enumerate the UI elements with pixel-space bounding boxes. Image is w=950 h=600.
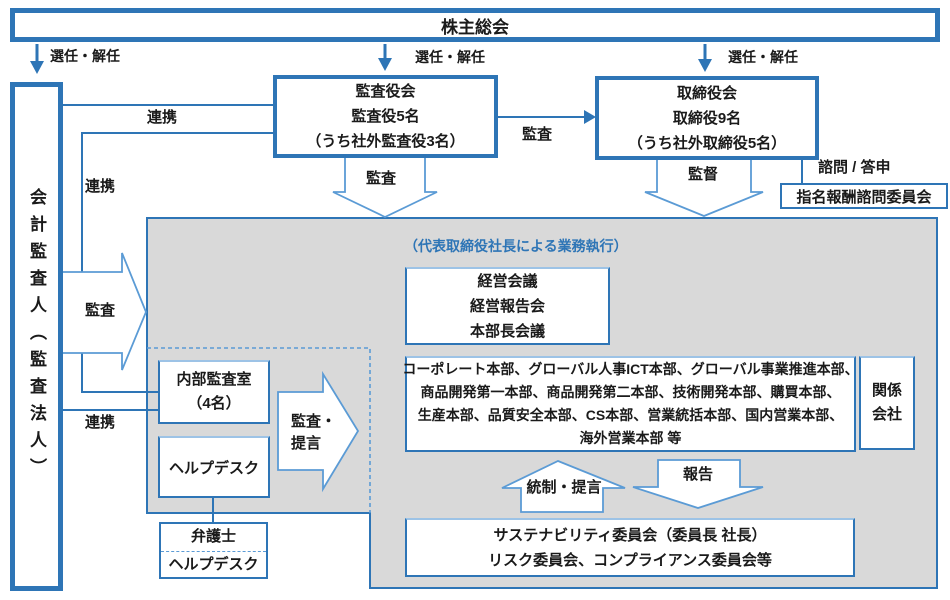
shareholders-meeting-label: 株主総会 <box>441 17 509 37</box>
houkoku-label: 報告 <box>682 466 713 483</box>
helpdesk-box: ヘルプデスク <box>158 436 270 498</box>
board-line2: 取締役9名 <box>672 109 742 127</box>
divisions-line2: 商品開発第一本部、商品開発第二本部、技術開発本部、購買本部、 <box>420 384 841 400</box>
kansa-left-label: 監査 <box>85 302 116 319</box>
renkei-label-1: 連携 <box>147 109 178 126</box>
audit-to-board-arrowhead <box>584 110 596 124</box>
affiliates-box: 関係 会社 <box>859 356 915 450</box>
management-meetings-box: 経営会議 経営報告会 本部長会議 <box>405 267 610 345</box>
sustainability-line1: サステナビリティ委員会（委員長 社長） <box>493 526 767 544</box>
audit-board-line3: （うち社外監査役3名） <box>306 133 465 150</box>
internal-audit-dashed-boundary <box>147 347 371 513</box>
audit-board-line1: 監査役会 <box>355 83 416 100</box>
management-meetings-line2: 経営報告会 <box>469 297 545 315</box>
nomination-committee-label: 指名報酬諮問委員会 <box>796 188 932 206</box>
kansa-teigen-label: 監査・ 提言 <box>291 411 336 455</box>
internal-audit-line1: 内部監査室 <box>176 371 252 388</box>
affiliates-line1: 関係 <box>871 382 902 399</box>
kantoku-label: 監督 <box>688 166 719 183</box>
renkei-label-2: 連携 <box>85 178 116 195</box>
internal-audit-box: 内部監査室 （4名） <box>158 360 270 424</box>
appoint-mid-label: 選任・解任 <box>415 49 485 65</box>
exec-note-label: （代表取締役社長による業務執行） <box>404 238 628 254</box>
kansa-to-board-label: 監査 <box>522 126 553 143</box>
renkei-label-3: 連携 <box>85 414 116 431</box>
divisions-line4: 海外営業本部 等 <box>579 430 682 446</box>
kansa-teigen-hollow-arrow <box>277 370 360 493</box>
audit-board-box: 監査役会 監査役5名 （うち社外監査役3名） <box>273 75 498 158</box>
board-line1: 取締役会 <box>676 84 737 102</box>
affiliates-line2: 会社 <box>871 406 902 423</box>
board-line3: （うち社外取締役5名） <box>627 134 787 152</box>
lawyer-label: 弁護士 <box>161 523 266 552</box>
helpdesk-label: ヘルプデスク <box>168 459 259 477</box>
board-of-directors-box: 取締役会 取締役9名 （うち社外取締役5名） <box>595 76 819 160</box>
nomination-committee-box: 指名報酬諮問委員会 <box>780 183 948 209</box>
houkoku-down-arrow <box>632 459 764 509</box>
shareholders-meeting-box: 株主総会 <box>10 8 940 42</box>
divisions-box: コーポレート本部、グローバル人事ICT本部、グローバル事業推進本部、 商品開発第… <box>402 356 859 452</box>
kantoku-hollow-arrow-down <box>644 160 764 217</box>
management-meetings-line1: 経営会議 <box>477 272 538 290</box>
accounting-auditor-box: 会計監査人（監査法人） <box>10 82 63 591</box>
appoint-left-label: 選任・解任 <box>50 48 120 64</box>
sustainability-line2: リスク委員会、コンプライアンス委員会等 <box>488 551 772 569</box>
kansa-hollow-arrow-left <box>61 252 147 371</box>
divisions-line1: コーポレート本部、グローバル人事ICT本部、グローバル事業推進本部、 <box>402 361 859 377</box>
tousei-teigen-label: 統制・提言 <box>526 479 602 496</box>
audit-board-line2: 監査役5名 <box>351 108 420 125</box>
accounting-auditor-label: 会計監査人（監査法人） <box>27 188 46 485</box>
kansa-hollow-arrow-down <box>332 158 438 218</box>
internal-audit-line2: （4名） <box>187 395 241 412</box>
renkei-line-2 <box>81 132 273 393</box>
management-meetings-line3: 本部長会議 <box>469 322 545 340</box>
kansa-down-label: 監査 <box>366 170 397 187</box>
kansa-teigen-line2: 提言 <box>291 435 322 452</box>
shimon-toushin-label: 諮問 / 答申 <box>818 159 891 176</box>
appoint-right-arrowhead <box>698 59 712 72</box>
appoint-right-label: 選任・解任 <box>728 49 798 65</box>
lawyer-helpdesk-label: ヘルプデスク <box>168 556 259 573</box>
kansa-teigen-line1: 監査・ <box>291 413 337 430</box>
appoint-left-arrowhead <box>30 61 44 74</box>
appoint-mid-arrowhead <box>378 58 392 71</box>
divisions-line3: 生産本部、品質安全本部、CS本部、営業統括本部、国内営業本部、 <box>417 407 844 423</box>
sustainability-committee-box: サステナビリティ委員会（委員長 社長） リスク委員会、コンプライアンス委員会等 <box>405 518 855 577</box>
tousei-teigen-up-arrow <box>501 460 626 513</box>
lawyer-helpdesk-box: 弁護士 ヘルプデスク <box>159 522 268 579</box>
